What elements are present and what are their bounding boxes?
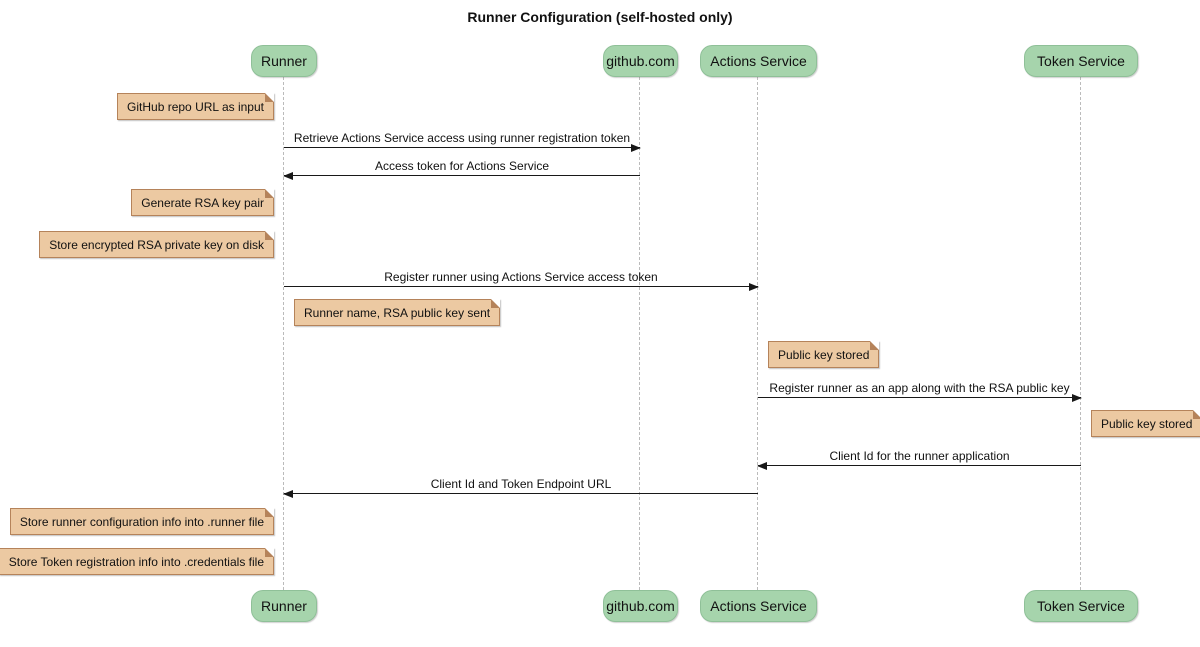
note-text: GitHub repo URL as input <box>127 100 264 114</box>
arrowhead-left-icon <box>283 490 293 498</box>
message-label: Register runner using Actions Service ac… <box>384 270 658 284</box>
lifeline-runner <box>283 77 284 590</box>
note-store-private-key: Store encrypted RSA private key on disk <box>39 231 274 258</box>
note-github-repo-url: GitHub repo URL as input <box>117 93 274 120</box>
note-fold-icon <box>265 548 274 557</box>
participant-actions-service-top: Actions Service <box>700 45 817 77</box>
message-label: Register runner as an app along with the… <box>769 381 1070 395</box>
participant-token-service-top: Token Service <box>1024 45 1138 77</box>
message-retrieve-actions-access: Retrieve Actions Service access using ru… <box>284 131 641 152</box>
lifeline-actions-service <box>757 77 758 590</box>
participant-token-service-bottom: Token Service <box>1024 590 1138 622</box>
message-client-id-endpoint: Client Id and Token Endpoint URL <box>283 477 758 498</box>
note-fold-icon <box>870 341 880 350</box>
arrowhead-right-icon <box>1072 394 1082 402</box>
message-label: Retrieve Actions Service access using ru… <box>293 131 631 145</box>
note-text: Store Token registration info into .cred… <box>8 555 264 569</box>
message-label: Access token for Actions Service <box>374 159 550 173</box>
note-text: Public key stored <box>778 348 870 362</box>
message-line <box>284 147 640 148</box>
note-public-key-stored-token: Public key stored <box>1091 410 1200 437</box>
note-public-key-stored-actions: Public key stored <box>768 341 880 368</box>
message-client-id: Client Id for the runner application <box>757 449 1081 470</box>
participant-runner-top: Runner <box>251 45 317 77</box>
message-register-runner: Register runner using Actions Service ac… <box>284 270 759 291</box>
note-text: Public key stored <box>1101 417 1193 431</box>
note-generate-rsa-key-pair: Generate RSA key pair <box>131 189 274 216</box>
note-fold-icon <box>265 189 274 198</box>
participant-actions-service-bottom: Actions Service <box>700 590 817 622</box>
message-line <box>758 465 1081 466</box>
lifeline-token-service <box>1080 77 1081 590</box>
note-text: Runner name, RSA public key sent <box>304 306 491 320</box>
message-access-token: Access token for Actions Service <box>283 159 640 180</box>
message-label: Client Id for the runner application <box>829 449 1010 463</box>
arrowhead-right-icon <box>631 144 641 152</box>
participant-github-bottom: github.com <box>603 590 678 622</box>
note-text: Store runner configuration info into .ru… <box>19 515 264 529</box>
message-line <box>758 397 1081 398</box>
note-runner-name-sent: Runner name, RSA public key sent <box>294 299 501 326</box>
note-text: Generate RSA key pair <box>141 196 264 210</box>
arrowhead-right-icon <box>749 283 759 291</box>
message-register-app: Register runner as an app along with the… <box>758 381 1082 402</box>
message-line <box>284 175 640 176</box>
message-label: Client Id and Token Endpoint URL <box>430 477 612 491</box>
participant-github-top: github.com <box>603 45 678 77</box>
note-fold-icon <box>265 508 274 517</box>
arrowhead-left-icon <box>757 462 767 470</box>
diagram-title: Runner Configuration (self-hosted only) <box>467 9 733 25</box>
message-line <box>284 286 758 287</box>
note-store-runner-file: Store runner configuration info into .ru… <box>9 508 274 535</box>
note-text: Store encrypted RSA private key on disk <box>49 238 264 252</box>
note-fold-icon <box>1193 410 1200 419</box>
note-store-credentials-file: Store Token registration info into .cred… <box>0 548 274 575</box>
note-fold-icon <box>265 93 274 102</box>
participant-runner-bottom: Runner <box>251 590 317 622</box>
arrowhead-left-icon <box>283 172 293 180</box>
message-line <box>284 493 758 494</box>
note-fold-icon <box>491 299 501 308</box>
note-fold-icon <box>265 231 274 240</box>
lifeline-github <box>639 77 640 590</box>
